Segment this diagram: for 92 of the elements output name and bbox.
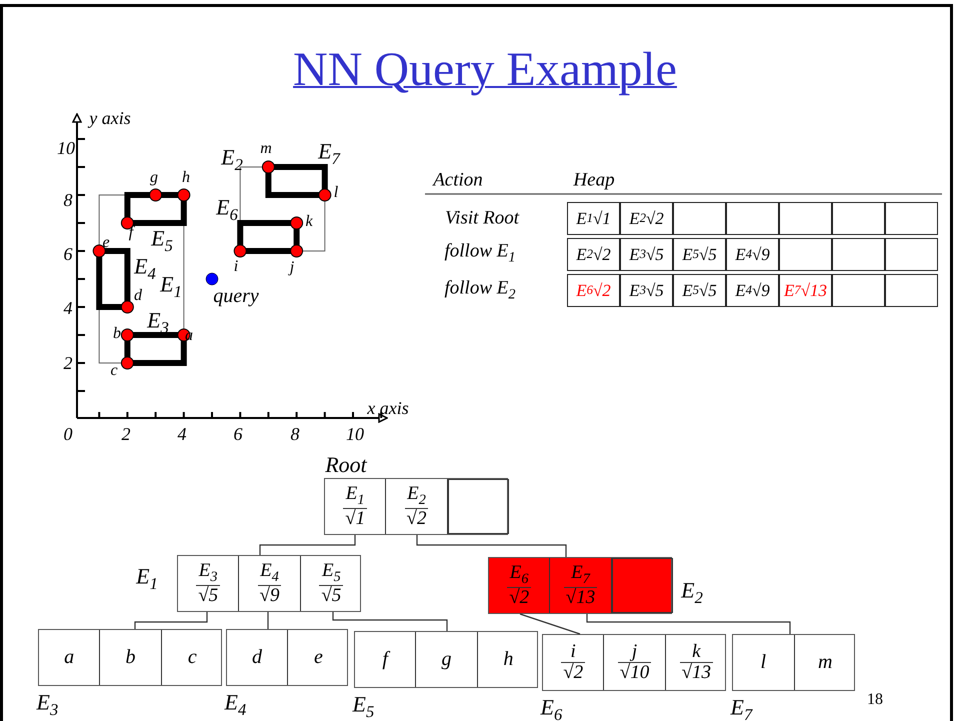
tree-node-box [354,631,538,688]
point-label: f [128,225,134,241]
query-label: query [213,286,259,306]
tree-node-box [542,634,726,691]
node-label: Root [325,454,367,476]
entry-label: c [188,647,197,668]
action-label: follow E$_{1}$ [444,241,516,265]
tree-node-box [324,478,508,535]
entry-label: E$_{1}$ [346,484,365,508]
distance-label: √5 [196,585,220,606]
distance-label: √13 [680,662,714,683]
entry-label: f [382,649,388,670]
entry-label: a [64,647,74,668]
point-label: b [113,326,121,342]
distance-label: √1 [343,508,368,529]
entry-label: m [818,652,832,673]
entry-label: i [570,642,576,662]
axis-label: 10 [346,425,364,443]
distance-label: √2 [561,662,586,683]
rectangle-label: E$_{1}$ [160,273,182,301]
axis-label: x axis [367,399,409,417]
node-label: E$_{5}$ [352,693,374,721]
tree-node-box [177,555,361,612]
point-label: e [102,235,110,251]
axis-label: 6 [234,425,242,443]
column-header: Heap [573,170,615,190]
point-label: j [290,260,294,276]
distance-label: √9 [258,585,282,606]
connector-line [267,612,269,629]
node-label: E$_{4}$ [224,691,246,719]
entry-label: E$_{3}$ [198,561,218,585]
tree-node-box [38,629,222,686]
axis-label: 2 [122,425,130,443]
point-label: g [150,170,158,186]
slide-title: NN Query Example [293,46,677,94]
axis-label: 6 [64,245,72,263]
tree-node-box [488,557,672,614]
axis-label: 0 [64,425,72,443]
connector-line [520,613,580,635]
axis-label: 2 [64,354,72,372]
point-label: h [182,170,190,186]
entry-label: g [441,649,452,670]
rectangle-label: E$_{4}$ [134,255,156,283]
rectangle-label: E$_{2}$ [221,146,243,174]
page-number: 18 [867,692,883,708]
axis-label: 8 [64,191,72,209]
entry-label: h [503,649,514,670]
entry-label: l [760,652,766,673]
connector-line [259,535,356,555]
point-label: l [334,185,338,201]
connector-line [332,612,448,631]
node-label: E$_{2}$ [681,579,703,607]
rectangle-label: E$_{5}$ [151,227,173,255]
connector-line [416,535,567,557]
entry-label: E$_{5}$ [322,561,341,585]
entry-label: b [125,647,136,668]
axis-label: 4 [64,299,72,317]
entry-label: d [252,647,262,668]
distance-label: √2 [404,508,428,529]
node-label: E$_{3}$ [36,691,58,719]
axis-label: y axis [89,109,131,127]
distance-label: √5 [319,585,344,606]
tree-node-box [226,629,348,686]
entry-label: k [692,642,701,662]
entry-label: E$_{4}$ [260,561,279,585]
connector-line [134,612,208,629]
point-label: k [305,214,313,230]
point-label: m [260,141,272,157]
distance-label: √13 [564,587,598,608]
rectangle-label: E$_{6}$ [216,196,238,224]
node-label: E$_{1}$ [136,565,158,593]
axis-label: 8 [290,425,300,443]
node-label: E$_{6}$ [540,696,562,721]
entry-label: E$_{7}$ [571,563,590,587]
point-label: c [110,363,118,379]
entry-label: j [632,642,638,662]
entry-label: E$_{6}$ [510,563,529,587]
axis-label: 4 [178,425,186,443]
tree-node-box [732,634,855,691]
rectangle-label: E$_{7}$ [318,140,340,168]
point-label: i [234,259,238,275]
action-label: Visit Root [444,208,520,228]
entry-label: e [314,647,323,668]
action-label: follow E$_{2}$ [444,278,516,302]
node-label: E$_{7}$ [730,696,752,721]
distance-label: √10 [618,662,652,683]
point-label: d [134,288,142,304]
distance-label: √2 [507,587,532,608]
connector-line [586,614,791,634]
entry-label: E$_{2}$ [407,484,426,508]
axis-label: 10 [57,139,75,157]
column-header: Action [433,170,483,190]
